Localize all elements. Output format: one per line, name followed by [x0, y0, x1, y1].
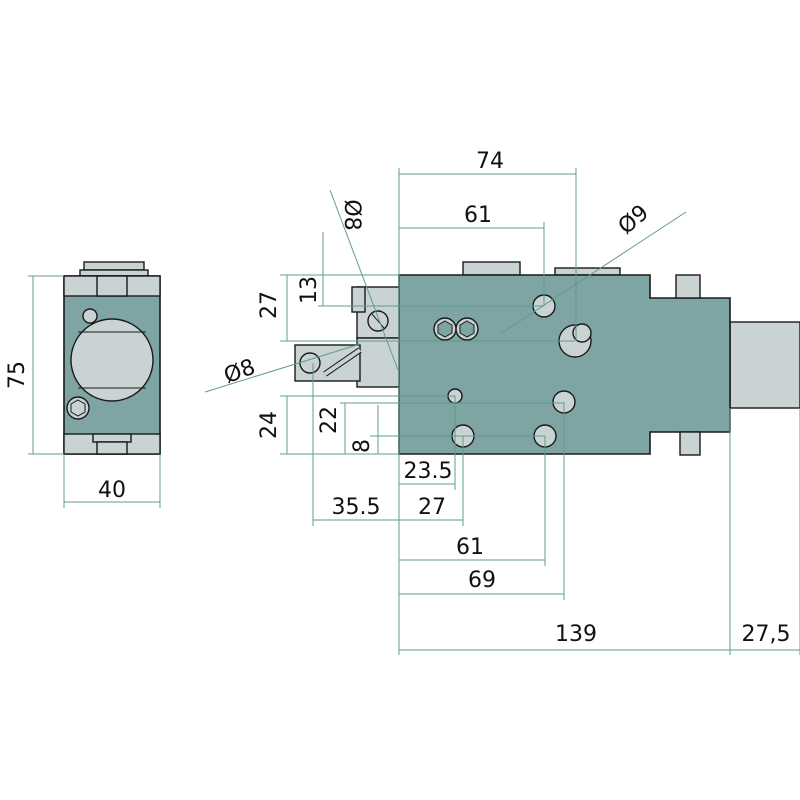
dim-27-left: 27: [257, 291, 282, 319]
side-view: 75 40: [5, 261, 161, 508]
dim-61-top: 61: [464, 203, 492, 228]
dim-61-bottom: 61: [456, 535, 484, 560]
dim-139: 139: [555, 622, 597, 647]
dim-8: 8: [350, 439, 375, 453]
dim-35-5: 35.5: [332, 495, 381, 520]
dim-dia-8-top: Ø8: [339, 199, 364, 230]
dim-24: 24: [257, 411, 282, 439]
top-fitting: [83, 261, 145, 271]
dim-dia-9: Ø9: [614, 200, 654, 239]
dimension-lines: [204, 168, 800, 655]
dim-74: 74: [476, 149, 504, 174]
dim-23-5: 23.5: [404, 459, 453, 484]
right-cylinder: [729, 321, 800, 409]
dim-22: 22: [317, 406, 342, 434]
port-circle: [70, 318, 154, 402]
dim-27-5: 27,5: [742, 622, 791, 647]
front-view: 74 61 Ø9 Ø8 Ø8 27 13 24 22 8 23.5 35.5 2…: [204, 149, 800, 655]
dim-40: 40: [98, 478, 126, 503]
dim-69: 69: [468, 568, 496, 593]
dim-13: 13: [297, 276, 322, 304]
dim-27-bottom: 27: [418, 495, 446, 520]
dim-dia-8-left: Ø8: [221, 355, 259, 389]
dim-75: 75: [5, 361, 30, 389]
